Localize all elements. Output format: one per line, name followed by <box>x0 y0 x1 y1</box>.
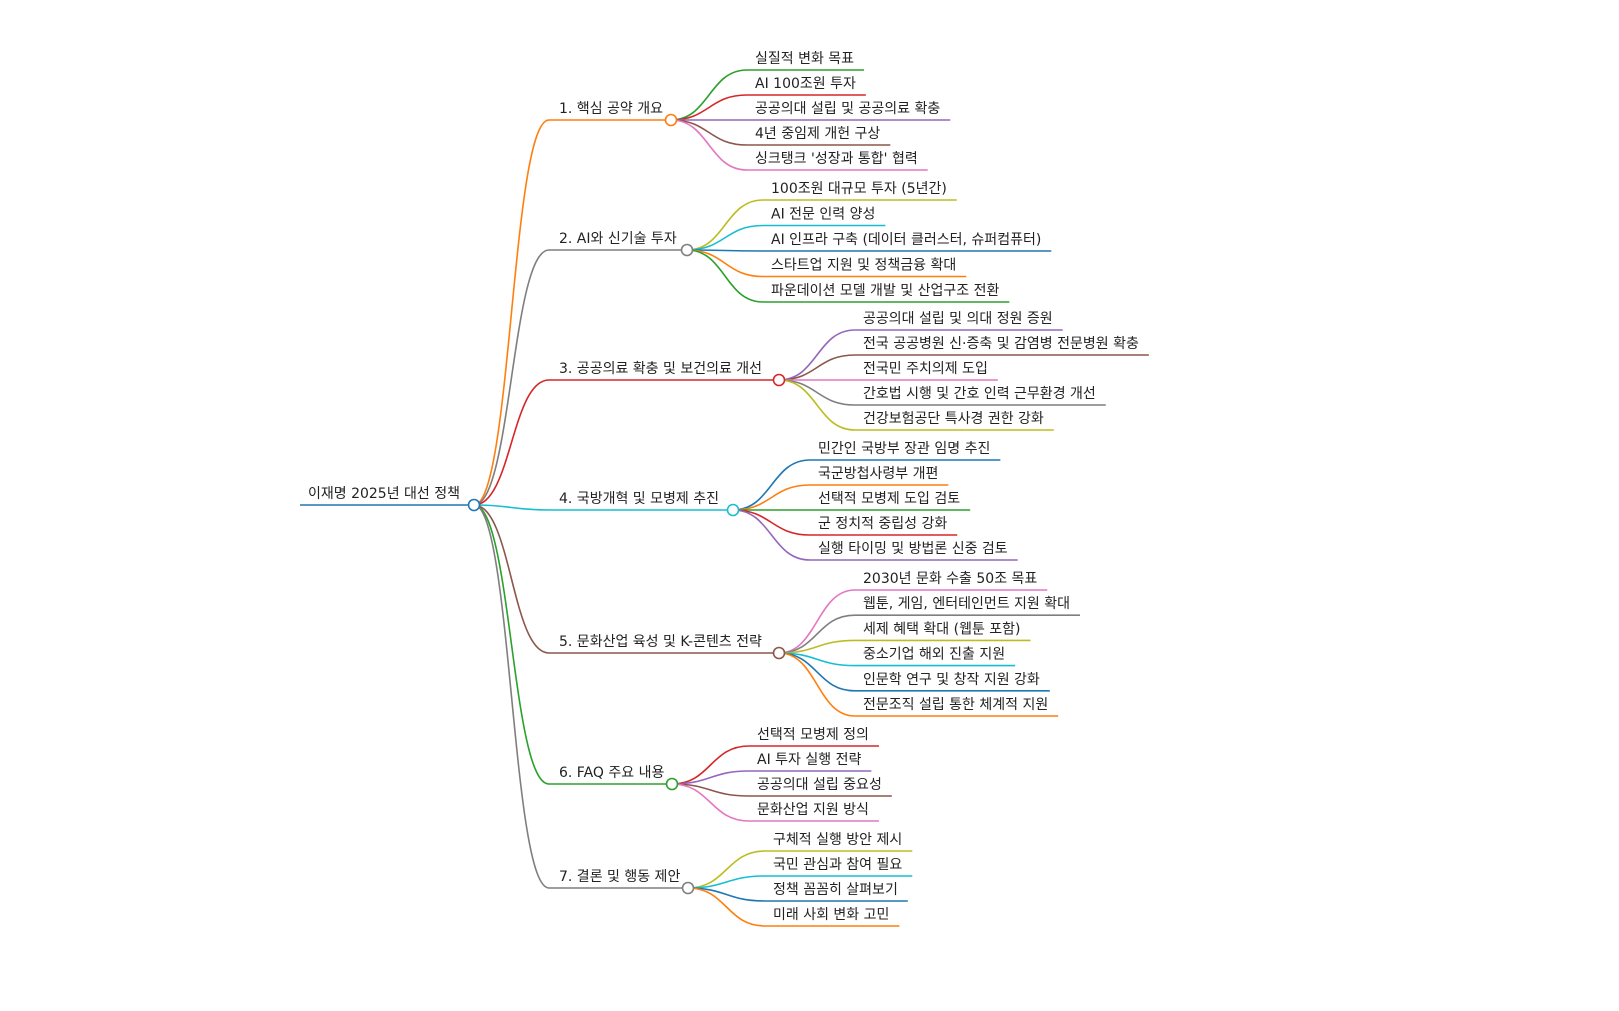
branch-5-collapse-node[interactable] <box>772 646 786 660</box>
root-label: 이재명 2025년 대선 정책 <box>308 486 460 502</box>
link-branch-1-leaf-2 <box>670 94 748 121</box>
link-branch-7-leaf-4 <box>687 887 766 927</box>
branch-5-leaf-1-label[interactable]: 2030년 문화 수출 50조 목표 <box>863 571 1037 587</box>
branch-2-leaf-2-label[interactable]: AI 전문 인력 양성 <box>771 207 875 223</box>
branch-2-leaf-3-label[interactable]: AI 인프라 구축 (데이터 클러스터, 슈퍼컴퓨터) <box>771 232 1041 248</box>
branch-5-label[interactable]: 5. 문화산업 육성 및 K-콘텐츠 전략 <box>559 634 762 650</box>
branch-1-leaf-4-label[interactable]: 4년 중임제 개헌 구상 <box>755 126 880 142</box>
branch-6-leaf-2-label[interactable]: AI 투자 실행 전략 <box>757 752 861 768</box>
branch-4-leaf-5-label[interactable]: 실행 타이밍 및 방법론 신중 검토 <box>818 541 1008 557</box>
branch-7-leaf-3-label[interactable]: 정책 꼼꼼히 살펴보기 <box>773 882 898 898</box>
link-root-branch-3 <box>473 379 550 506</box>
link-root-branch-2 <box>473 249 550 506</box>
link-branch-2-leaf-2 <box>686 224 764 251</box>
link-branch-4-leaf-2 <box>732 484 811 511</box>
branch-1-label[interactable]: 1. 핵심 공약 개요 <box>559 101 663 117</box>
branch-3-label[interactable]: 3. 공공의료 확충 및 보건의료 개선 <box>559 361 762 377</box>
link-branch-4-leaf-5 <box>732 509 811 561</box>
branch-6-leaf-3-label[interactable]: 공공의대 설립 중요성 <box>757 777 882 793</box>
branch-1-collapse-node[interactable] <box>664 113 678 127</box>
branch-6-leaf-4-label[interactable]: 문화산업 지원 방식 <box>757 802 869 818</box>
branch-1-leaf-1-label[interactable]: 실질적 변화 목표 <box>755 51 854 67</box>
link-branch-1-leaf-4 <box>670 119 748 146</box>
link-branch-7-leaf-1 <box>687 850 766 889</box>
branch-6-leaf-1-label[interactable]: 선택적 모병제 정의 <box>757 727 869 743</box>
branch-7-leaf-1-label[interactable]: 구체적 실행 방안 제시 <box>773 832 902 848</box>
link-branch-5-leaf-1 <box>778 589 856 654</box>
branch-6-collapse-node[interactable] <box>665 777 679 791</box>
link-branch-3-leaf-4 <box>778 379 856 406</box>
branch-5-leaf-4-label[interactable]: 중소기업 해외 진출 지원 <box>863 647 1005 663</box>
link-root-branch-7 <box>473 504 550 889</box>
link-branch-1-leaf-5 <box>670 119 748 171</box>
mindmap-links <box>300 69 1149 927</box>
link-branch-2-leaf-4 <box>686 249 764 278</box>
link-branch-2-leaf-1 <box>686 199 764 251</box>
link-branch-3-leaf-1 <box>778 329 856 381</box>
link-root-branch-5 <box>473 504 550 654</box>
branch-7-label[interactable]: 7. 결론 및 행동 제안 <box>559 869 680 885</box>
link-branch-5-leaf-6 <box>778 652 856 717</box>
branch-4-leaf-1-label[interactable]: 민간인 국방부 장관 임명 추진 <box>818 441 990 457</box>
branch-5-leaf-5-label[interactable]: 인문학 연구 및 창작 지원 강화 <box>863 672 1040 688</box>
branch-2-collapse-node[interactable] <box>680 243 694 257</box>
link-branch-6-leaf-4 <box>671 783 750 822</box>
branch-6-label[interactable]: 6. FAQ 주요 내용 <box>559 765 664 781</box>
link-branch-2-leaf-5 <box>686 249 764 303</box>
branch-3-leaf-2-label[interactable]: 전국 공공병원 신·증축 및 감염병 전문병원 확충 <box>863 336 1139 352</box>
branch-7-collapse-node[interactable] <box>681 881 695 895</box>
branch-5-leaf-2-label[interactable]: 웹툰, 게임, 엔터테인먼트 지원 확대 <box>863 596 1070 612</box>
mindmap-labels: 이재명 2025년 대선 정책 1. 핵심 공약 개요 실질적 변화 목표 AI 10… <box>308 51 1139 923</box>
link-branch-3-leaf-5 <box>778 379 856 431</box>
branch-3-leaf-3-label[interactable]: 전국민 주치의제 도입 <box>863 361 988 377</box>
link-branch-6-leaf-1 <box>671 745 750 785</box>
link-root-branch-1 <box>473 119 550 506</box>
branch-5-leaf-3-label[interactable]: 세제 혜택 확대 (웹툰 포함) <box>863 621 1021 637</box>
branch-3-leaf-5-label[interactable]: 건강보험공단 특사경 권한 강화 <box>863 411 1044 427</box>
branch-2-leaf-4-label[interactable]: 스타트업 지원 및 정책금융 확대 <box>771 258 956 274</box>
link-branch-1-leaf-1 <box>670 69 748 121</box>
link-branch-4-leaf-1 <box>732 459 811 511</box>
branch-5-leaf-6-label[interactable]: 전문조직 설립 통한 체계적 지원 <box>863 697 1048 713</box>
branch-2-leaf-1-label[interactable]: 100조원 대규모 투자 (5년간) <box>771 181 947 197</box>
branch-4-label[interactable]: 4. 국방개혁 및 모병제 추진 <box>559 491 719 507</box>
branch-4-leaf-2-label[interactable]: 국군방첩사령부 개편 <box>818 466 938 482</box>
branch-4-leaf-4-label[interactable]: 군 정치적 중립성 강화 <box>818 516 947 532</box>
branch-2-leaf-5-label[interactable]: 파운데이션 모델 개발 및 산업구조 전환 <box>771 283 999 299</box>
root-collapse-node[interactable] <box>467 498 481 512</box>
link-root-branch-4 <box>473 504 550 511</box>
branch-1-leaf-2-label[interactable]: AI 100조원 투자 <box>755 76 856 92</box>
branch-3-leaf-4-label[interactable]: 간호법 시행 및 간호 인력 근무환경 개선 <box>863 386 1096 402</box>
branch-3-collapse-node[interactable] <box>772 373 786 387</box>
mindmap-nodes <box>467 113 786 895</box>
link-root-branch-6 <box>473 504 550 785</box>
branch-4-leaf-3-label[interactable]: 선택적 모병제 도입 검토 <box>818 491 960 507</box>
branch-1-leaf-3-label[interactable]: 공공의대 설립 및 공공의료 확충 <box>755 101 940 117</box>
branch-4-collapse-node[interactable] <box>726 503 740 517</box>
link-branch-3-leaf-2 <box>778 354 856 381</box>
branch-1-leaf-5-label[interactable]: 싱크탱크 '성장과 통합' 협력 <box>755 151 918 167</box>
branch-2-label[interactable]: 2. AI와 신기술 투자 <box>559 231 677 247</box>
link-branch-4-leaf-4 <box>732 509 811 536</box>
branch-7-leaf-2-label[interactable]: 국민 관심과 참여 필요 <box>773 857 902 873</box>
branch-7-leaf-4-label[interactable]: 미래 사회 변화 고민 <box>773 907 889 923</box>
link-branch-5-leaf-2 <box>778 614 856 654</box>
branch-3-leaf-1-label[interactable]: 공공의대 설립 및 의대 정원 증원 <box>863 311 1053 327</box>
